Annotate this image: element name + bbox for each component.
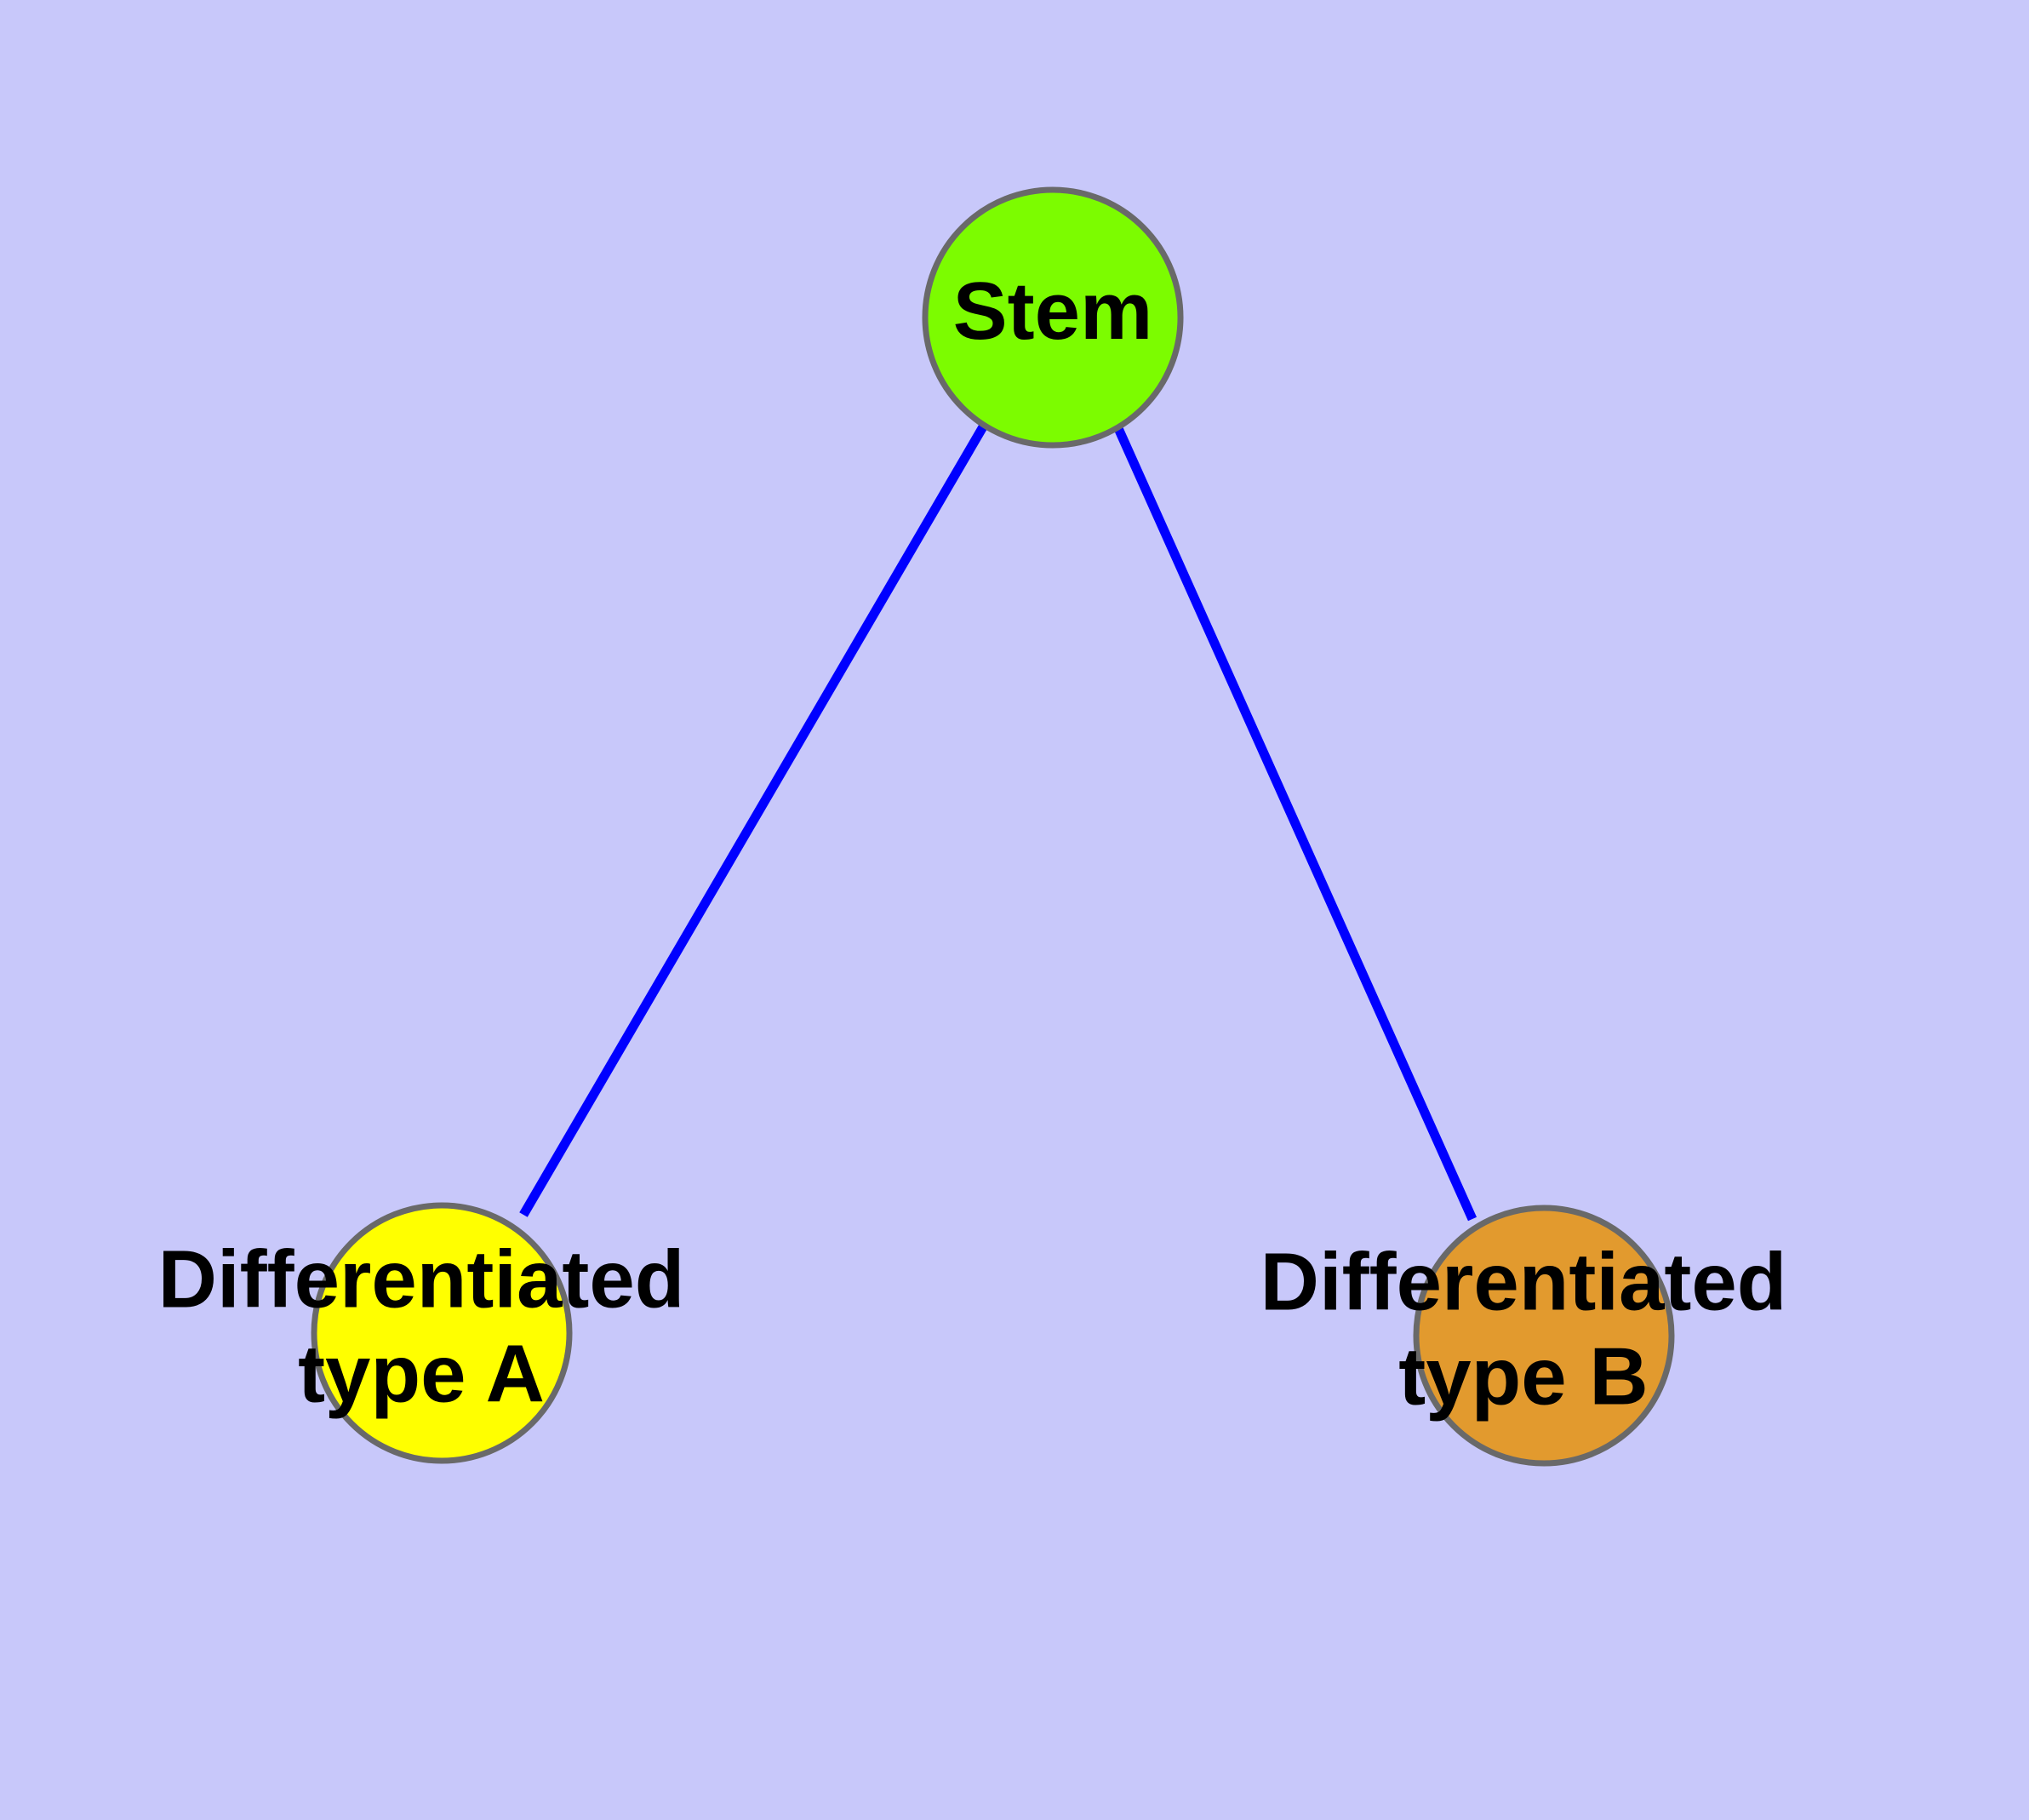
node-label-line: Stem [953, 266, 1153, 357]
node-diff-a[interactable] [311, 1202, 573, 1464]
node-label-line: Differentiated [158, 1234, 685, 1325]
node-label-line: type B [1398, 1331, 1648, 1422]
edge-stem-to-diff-a[interactable] [519, 421, 989, 1217]
node-stem[interactable] [922, 186, 1184, 449]
nodes-layer [311, 186, 1675, 1467]
node-diff-b[interactable] [1413, 1205, 1675, 1467]
node-label-line: type A [298, 1329, 545, 1420]
edges-layer [519, 421, 1477, 1222]
node-label-line: Differentiated [1260, 1237, 1787, 1328]
node-label-stem: Stem [953, 266, 1153, 357]
edge-stem-to-diff-b[interactable] [1112, 424, 1477, 1222]
